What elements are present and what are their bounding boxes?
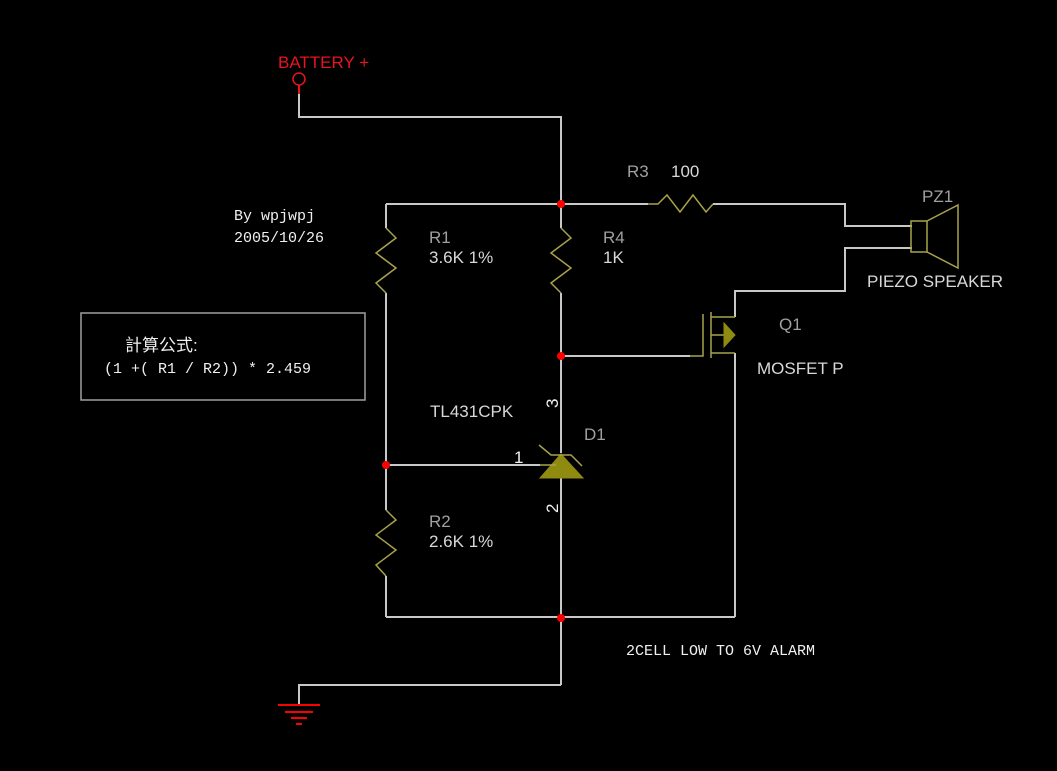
- formula-box: [80, 312, 366, 401]
- wire-ground: [298, 684, 561, 705]
- wire-r3-pz1: [713, 203, 912, 227]
- r3-ref: R3: [627, 162, 649, 181]
- ground-symbol: [278, 704, 320, 725]
- author-name: By wpjwpj: [234, 208, 315, 225]
- junction-dot: [382, 461, 390, 469]
- d1-value: TL431CPK: [430, 402, 514, 421]
- circuit-caption: 2CELL LOW TO 6V ALARM: [626, 643, 815, 660]
- resistor-r4: [549, 227, 573, 294]
- battery-terminal: [292, 72, 306, 94]
- junctions: [382, 200, 565, 622]
- resistor-r1: [374, 227, 398, 294]
- resistor-r2: [374, 509, 398, 577]
- pz1-ref: PZ1: [922, 187, 953, 206]
- q1-value: MOSFET P: [757, 359, 844, 378]
- formula-title: 計算公式:: [125, 336, 198, 355]
- junction-dot: [557, 200, 565, 208]
- mosfet-q1: [690, 312, 736, 358]
- r4-value: 1K: [603, 248, 624, 267]
- pz1-value: PIEZO SPEAKER: [867, 272, 1003, 291]
- piezo-speaker-pz1: [910, 203, 959, 270]
- q1-ref: Q1: [779, 315, 802, 334]
- resistor-r3: [648, 193, 714, 214]
- junction-dot: [557, 352, 565, 360]
- author-date: 2005/10/26: [234, 230, 324, 247]
- r2-ref: R2: [429, 512, 451, 531]
- r1-ref: R1: [429, 228, 451, 247]
- tl431-d1: [538, 444, 585, 479]
- r4-ref: R4: [603, 228, 625, 247]
- r2-value: 2.6K 1%: [429, 532, 493, 551]
- wire-pz1-q1: [734, 247, 912, 317]
- terminal-icon: [292, 72, 306, 86]
- r3-value: 100: [671, 162, 699, 181]
- wire-battery: [298, 94, 562, 204]
- r1-value: 3.6K 1%: [429, 248, 493, 267]
- battery-label: BATTERY +: [278, 53, 369, 72]
- d1-pin2: 2: [543, 504, 562, 513]
- junction-dot: [557, 614, 565, 622]
- d1-pin3: 3: [543, 399, 562, 408]
- wires: [298, 94, 912, 705]
- formula-expression: (1 +( R1 / R2)) * 2.459: [104, 361, 311, 378]
- d1-pin1: 1: [514, 448, 523, 467]
- d1-ref: D1: [584, 425, 606, 444]
